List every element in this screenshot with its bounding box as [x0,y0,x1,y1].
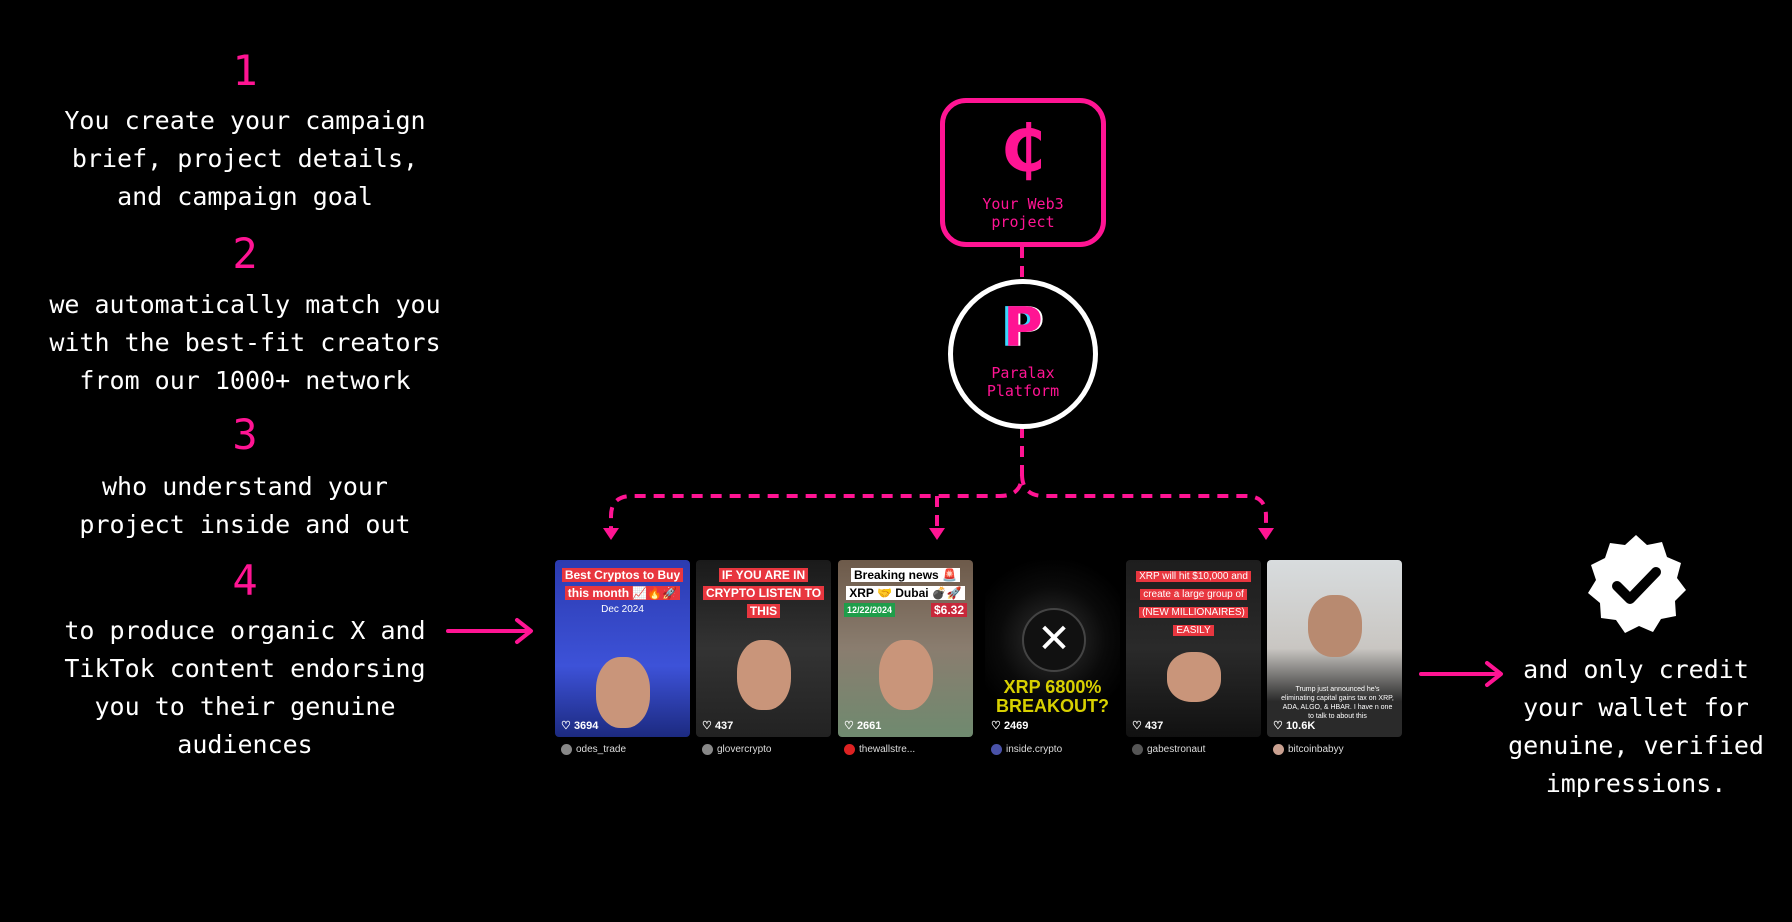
username: glovercrypto [717,744,772,755]
arrowhead-right [1258,528,1274,540]
step-4-text: to produce organic X and TikTok content … [64,616,426,759]
like-count: 10.6K [1285,720,1316,732]
creator-thumbnail [878,639,933,711]
arrow-to-cards [446,618,533,644]
creator-handle[interactable]: gabestronaut [1132,744,1205,755]
card-subcaption: XRP 🤝 Dubai 💣🚀 [846,586,965,600]
card-price: $6.32 [930,603,967,617]
avatar [991,744,1002,755]
creator-handle[interactable]: inside.crypto [991,744,1062,755]
xrp-logo-icon: ✕ [1022,608,1086,672]
video-card[interactable]: ✕ XRP 6800% BREAKOUT? ♡ 2469 [985,560,1120,737]
video-card[interactable]: IF YOU ARE IN CRYPTO LISTEN TO THIS ♡ 43… [696,560,831,737]
project-node: ₵ Your Web3 project [940,98,1106,247]
username: inside.crypto [1006,744,1063,755]
card-caption: XRP will hit $10,000 and create a large … [1136,571,1251,636]
creator-handle[interactable]: thewallstre... [844,744,915,755]
username: bitcoinbabyy [1288,744,1344,755]
creator-handle[interactable]: odes_trade [561,744,626,755]
branch-right [1020,473,1268,530]
step-1-number: 1 [232,46,258,95]
card-caption: Best Cryptos to Buy this month 📈🔥🚀 [561,568,684,600]
verified-badge-icon [1588,535,1686,633]
avatar [844,744,855,755]
cent-coin-icon: ₵ [1000,113,1046,187]
creator-handle[interactable]: glovercrypto [702,744,771,755]
heart-icon: ♡ [1273,720,1283,732]
username: thewallstre... [859,744,916,755]
video-card[interactable]: XRP will hit $10,000 and create a large … [1126,560,1261,737]
like-count: 2661 [856,720,882,732]
step-1-text: You create your campaign brief, project … [64,106,426,211]
creator-thumbnail [1166,652,1221,702]
step-3-number: 3 [232,410,258,459]
username: odes_trade [576,744,627,755]
card-subcaption: Dec 2024 [601,604,644,615]
card-caption: Breaking news 🚨 [851,568,960,582]
video-card[interactable]: Trump just announced he's eliminating ca… [1267,560,1402,737]
platform-node: P Paralax Platform [948,279,1098,429]
step-3-text: who understand your project inside and o… [79,472,411,539]
avatar [561,744,572,755]
heart-icon: ♡ [844,720,854,732]
like-count: 2469 [1003,720,1029,732]
heart-icon: ♡ [1132,720,1142,732]
step-2-text: we automatically match you with the best… [49,290,441,395]
branch-left [609,427,1024,530]
card-date: 12/22/2024 [844,603,896,617]
arrow-to-result [1419,661,1503,687]
avatar [1273,744,1284,755]
creator-thumbnail [736,639,791,711]
step-2-number: 2 [232,229,258,278]
heart-icon: ♡ [991,720,1001,732]
result-text: and only credit your wallet for genuine,… [1508,655,1764,798]
creator-thumbnail [595,657,650,729]
paralax-logo-icon: P [1003,296,1043,359]
arrowhead-middle [929,528,945,540]
video-card[interactable]: Breaking news 🚨 XRP 🤝 Dubai 💣🚀 12/22/202… [838,560,973,737]
like-count: 3694 [573,720,599,732]
project-label: Your Web3 project [982,195,1064,231]
card-caption: IF YOU ARE IN CRYPTO LISTEN TO THIS [702,568,825,618]
heart-icon: ♡ [702,720,712,732]
video-card[interactable]: Best Cryptos to Buy this month 📈🔥🚀 Dec 2… [555,560,690,737]
card-caption: Trump just announced he's eliminating ca… [1281,686,1394,720]
platform-label: Paralax Platform [986,364,1060,400]
like-count: 437 [714,720,734,732]
username: gabestronaut [1147,744,1206,755]
creator-thumbnail [1307,595,1362,658]
like-count: 437 [1144,720,1164,732]
card-caption: XRP 6800% BREAKOUT? [996,677,1109,716]
heart-icon: ♡ [561,720,571,732]
creator-handle[interactable]: bitcoinbabyy [1273,744,1344,755]
avatar [1132,744,1143,755]
step-4-number: 4 [232,556,258,605]
arrowhead-left [603,528,619,540]
avatar [702,744,713,755]
